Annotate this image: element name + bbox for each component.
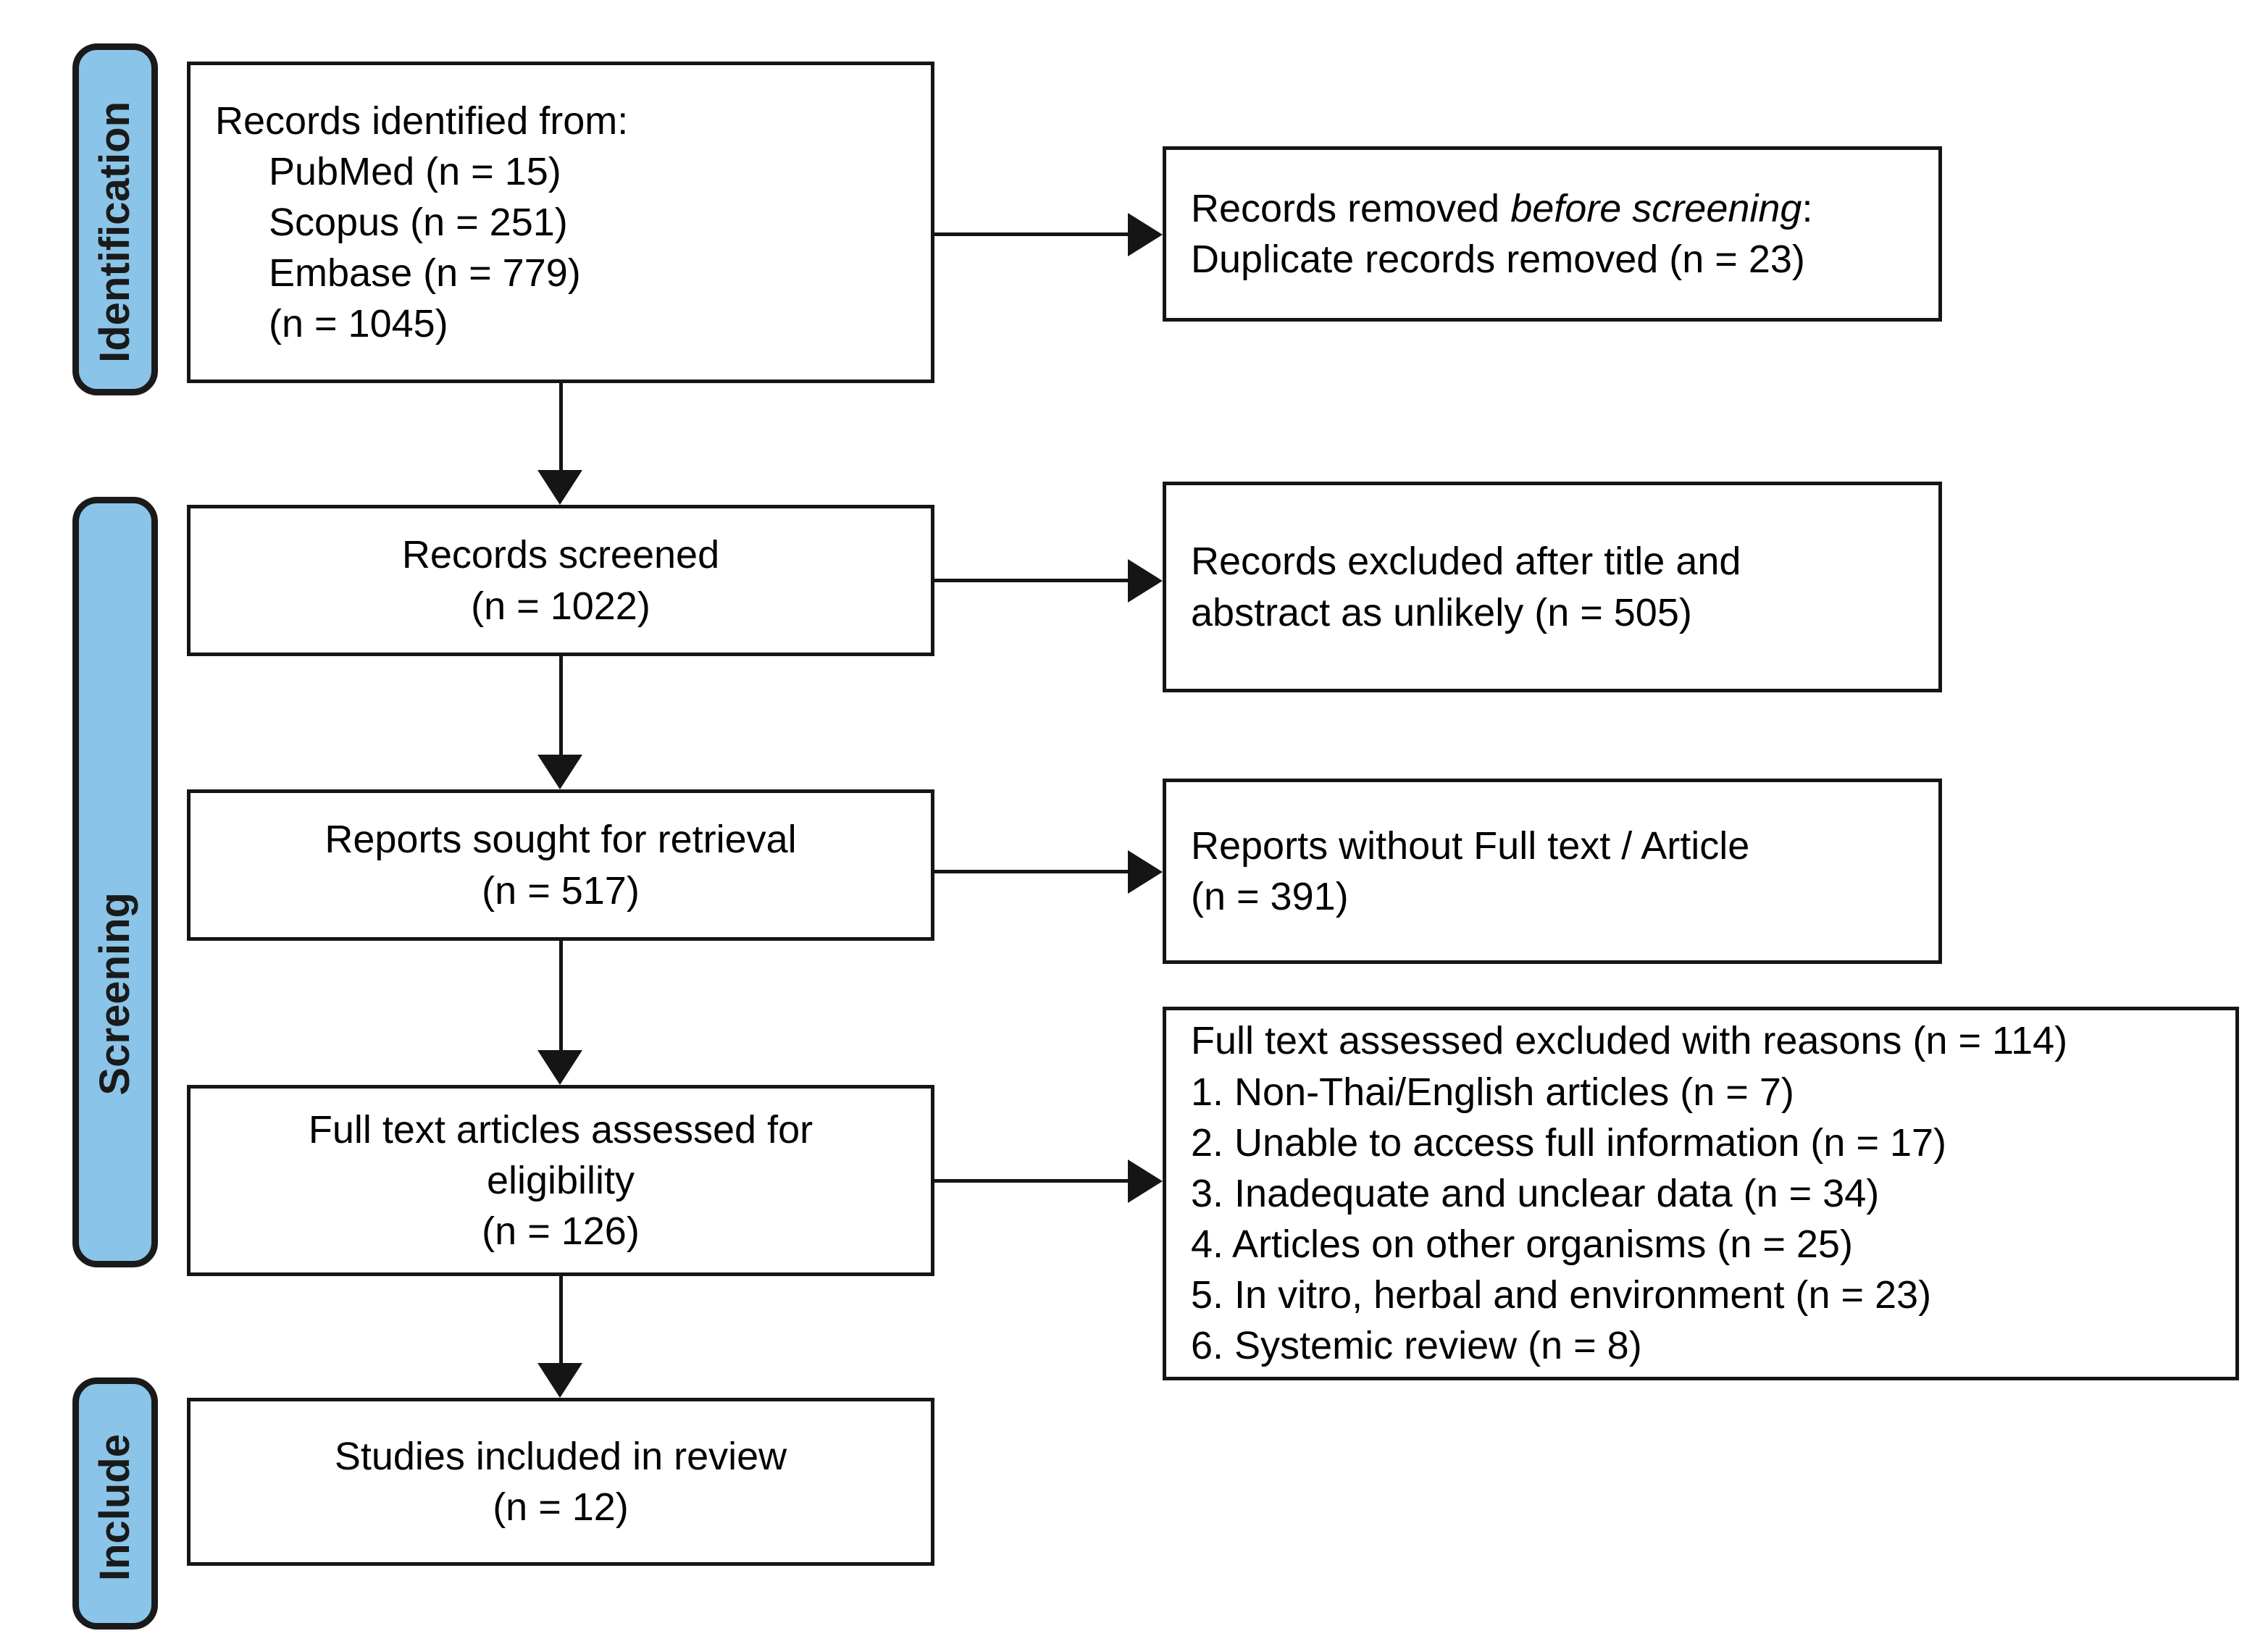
- arrow-right-icon-identified-to-removed: [1128, 213, 1163, 256]
- arrow-right-icon-fulltext-to-reasons: [1128, 1159, 1163, 1203]
- excluded-reasons-heading: Full text assessed excluded with reasons…: [1191, 1019, 2068, 1063]
- reports-without-full-text-count: (n = 391): [1191, 875, 1349, 918]
- records-screened-label: Records screened: [401, 533, 720, 577]
- full-text-assessed-label-line2: eligibility: [486, 1158, 635, 1202]
- studies-included-count: (n = 12): [493, 1485, 629, 1529]
- box-reports-without-full-text: Reports without Full text / Article (n =…: [1163, 779, 1942, 964]
- box-records-screened: Records screened (n = 1022): [187, 505, 934, 656]
- records-identified-source-embase: Embase (n = 779): [269, 251, 581, 295]
- arrow-right-icon-sought-to-nofulltext: [1128, 850, 1163, 894]
- excluded-reason-1: 1. Non-Thai/English articles (n = 7): [1191, 1070, 1794, 1114]
- connector-sought-to-fulltext: [559, 941, 563, 1050]
- duplicate-records-removed-count: Duplicate records removed (n = 23): [1191, 238, 1805, 281]
- excluded-reason-5: 5. In vitro, herbal and environment (n =…: [1191, 1273, 1932, 1317]
- records-excluded-line2: abstract as unlikely (n = 505): [1191, 590, 1692, 634]
- connector-identified-to-screened: [559, 383, 563, 470]
- arrow-down-icon-identified-to-screened: [537, 470, 582, 505]
- excluded-reason-2: 2. Unable to access full information (n …: [1191, 1120, 1947, 1165]
- phase-bar-include: Include: [72, 1377, 158, 1630]
- reports-without-full-text-label: Reports without Full text / Article: [1191, 823, 1750, 868]
- arrow-down-icon-sought-to-fulltext: [537, 1050, 582, 1085]
- connector-screened-to-sought: [559, 656, 563, 755]
- records-identified-total: (n = 1045): [269, 302, 448, 346]
- connector-fulltext-to-included: [559, 1276, 563, 1363]
- connector-sought-to-nofulltext: [934, 870, 1128, 873]
- records-identified-heading: Records identified from:: [215, 98, 629, 143]
- box-studies-included: Studies included in review (n = 12): [187, 1398, 934, 1566]
- records-identified-source-scopus: Scopus (n = 251): [269, 200, 568, 244]
- records-removed-suffix: :: [1802, 186, 1813, 230]
- arrow-right-icon-screened-to-excluded: [1128, 559, 1163, 603]
- reports-sought-label: Reports sought for retrieval: [325, 818, 797, 862]
- box-full-text-excluded-reasons: Full text assessed excluded with reasons…: [1163, 1007, 2239, 1380]
- records-identified-source-pubmed: PubMed (n = 15): [269, 149, 561, 193]
- phase-label-identification: Identification: [91, 101, 138, 363]
- records-removed-italic: before screening: [1510, 186, 1802, 230]
- box-full-text-assessed: Full text articles assessed for eligibil…: [187, 1085, 934, 1276]
- studies-included-label: Studies included in review: [334, 1434, 787, 1478]
- full-text-assessed-label-line1: Full text articles assessed for: [308, 1107, 813, 1152]
- box-records-excluded-title-abstract: Records excluded after title and abstrac…: [1163, 482, 1942, 692]
- box-reports-sought: Reports sought for retrieval (n = 517): [187, 789, 934, 941]
- phase-label-screening: Screening: [91, 892, 138, 1096]
- reports-sought-count: (n = 517): [482, 868, 640, 913]
- box-records-identified: Records identified from: PubMed (n = 15)…: [187, 62, 934, 383]
- box-records-removed: Records removed before screening: Duplic…: [1163, 146, 1942, 322]
- connector-identified-to-removed: [934, 232, 1128, 236]
- excluded-reason-4: 4. Articles on other organisms (n = 25): [1191, 1222, 1853, 1267]
- full-text-assessed-count: (n = 126): [482, 1209, 640, 1254]
- phase-bar-identification: Identification: [72, 43, 158, 395]
- records-removed-prefix: Records removed: [1191, 186, 1511, 230]
- phase-bar-screening: Screening: [72, 497, 158, 1267]
- records-screened-count: (n = 1022): [471, 584, 650, 628]
- connector-fulltext-to-reasons: [934, 1179, 1128, 1183]
- excluded-reason-3: 3. Inadequate and unclear data (n = 34): [1191, 1171, 1880, 1215]
- excluded-reason-6: 6. Systemic review (n = 8): [1191, 1324, 1642, 1368]
- phase-label-include: Include: [91, 1434, 138, 1582]
- records-excluded-line1: Records excluded after title and: [1191, 540, 1741, 584]
- records-removed-heading: Records removed before screening:: [1166, 183, 1938, 234]
- arrow-down-icon-screened-to-sought: [537, 755, 582, 789]
- connector-screened-to-excluded: [934, 579, 1128, 582]
- arrow-down-icon-fulltext-to-included: [537, 1363, 582, 1398]
